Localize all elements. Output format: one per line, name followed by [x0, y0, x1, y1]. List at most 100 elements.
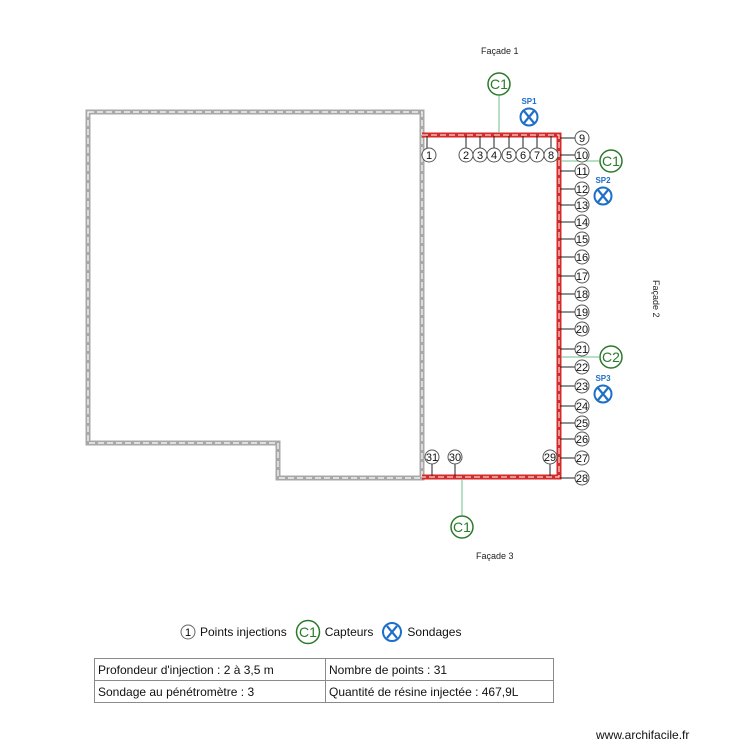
svg-text:20: 20	[576, 324, 588, 336]
svg-text:C1: C1	[490, 76, 508, 92]
svg-text:8: 8	[548, 150, 554, 162]
sensor-marker: C2	[599, 345, 623, 369]
sensor-icon: C1	[295, 619, 320, 645]
svg-text:16: 16	[576, 252, 588, 264]
svg-text:24: 24	[576, 401, 588, 413]
legend-injection: 1 Points injections	[180, 624, 287, 640]
injection-point: 4	[486, 147, 502, 163]
svg-text:12: 12	[576, 184, 588, 196]
legend: 1 Points injections C1 Capteurs Sondages	[180, 619, 465, 645]
injection-point: 27	[574, 450, 590, 466]
injection-point: 21	[574, 341, 590, 357]
existing-walls	[85, 109, 425, 481]
svg-text:SP2: SP2	[595, 176, 611, 185]
svg-text:27: 27	[576, 453, 588, 465]
injection-point: 28	[574, 470, 590, 486]
svg-text:5: 5	[506, 150, 512, 162]
sensor-marker: C1	[450, 515, 474, 539]
injection-point: 26	[574, 431, 590, 447]
penetrometer-count: Sondage au pénétromètre : 3	[94, 680, 326, 703]
watermark: www.archifacile.fr	[596, 728, 690, 742]
svg-text:22: 22	[576, 362, 588, 374]
sounding-marker: SP2	[593, 176, 613, 206]
injection-point-icon: 1	[180, 624, 196, 640]
svg-text:21: 21	[576, 344, 588, 356]
treated-walls	[422, 132, 562, 480]
injection-point: 3	[472, 147, 488, 163]
injection-point: 12	[574, 181, 590, 197]
svg-text:SP3: SP3	[595, 374, 611, 383]
summary-row: Sondage au pénétromètre : 3 Quantité de …	[94, 680, 554, 703]
injection-point: 23	[574, 378, 590, 394]
svg-text:28: 28	[576, 473, 588, 485]
svg-text:10: 10	[576, 150, 588, 162]
injection-point: 22	[574, 359, 590, 375]
injection-point: 7	[529, 147, 545, 163]
injection-point: 2	[458, 147, 474, 163]
svg-text:18: 18	[576, 289, 588, 301]
injection-point: 20	[574, 321, 590, 337]
svg-text:26: 26	[576, 434, 588, 446]
svg-text:6: 6	[520, 150, 526, 162]
legend-sounding: Sondages	[381, 621, 461, 643]
svg-text:30: 30	[449, 452, 461, 464]
injection-point: 16	[574, 249, 590, 265]
svg-text:2: 2	[463, 150, 469, 162]
svg-text:C1: C1	[299, 624, 317, 640]
svg-text:17: 17	[576, 271, 588, 283]
summary-table: Profondeur d'injection : 2 à 3,5 m Nombr…	[94, 658, 554, 703]
injection-leader-lines	[426, 136, 575, 479]
injection-point: 25	[574, 415, 590, 431]
facade-1-label: Façade 1	[481, 46, 519, 56]
legend-injection-label: Points injections	[200, 625, 287, 639]
injection-point: 5	[501, 147, 517, 163]
injection-depth: Profondeur d'injection : 2 à 3,5 m	[94, 658, 326, 681]
sounding-marker: SP3	[593, 374, 613, 404]
injection-point: 18	[574, 286, 590, 302]
svg-text:29: 29	[544, 452, 556, 464]
svg-text:13: 13	[576, 200, 588, 212]
injection-point: 17	[574, 268, 590, 284]
injection-point: 6	[515, 147, 531, 163]
svg-text:19: 19	[576, 307, 588, 319]
svg-text:C1: C1	[602, 153, 620, 169]
injection-point: 29	[542, 449, 558, 465]
svg-text:3: 3	[477, 150, 483, 162]
summary-row: Profondeur d'injection : 2 à 3,5 m Nombr…	[94, 658, 554, 681]
injection-point: 31	[424, 449, 440, 465]
svg-text:23: 23	[576, 381, 588, 393]
sensor-marker: C1	[599, 149, 623, 173]
sensor-marker: C1	[487, 72, 511, 96]
svg-text:9: 9	[579, 133, 585, 145]
svg-text:SP1: SP1	[521, 97, 537, 106]
injection-point: 9	[574, 130, 590, 146]
svg-text:11: 11	[576, 166, 587, 178]
injection-point: 19	[574, 304, 590, 320]
injection-point: 1	[421, 147, 437, 163]
injection-point: 8	[543, 147, 559, 163]
injection-point: 10	[574, 147, 590, 163]
legend-sensor: C1 Capteurs	[295, 619, 374, 645]
svg-text:25: 25	[576, 418, 588, 430]
injection-point: 24	[574, 398, 590, 414]
sounding-marker: SP1	[519, 97, 539, 127]
injection-point: 14	[574, 214, 590, 230]
injection-point: 30	[447, 449, 463, 465]
facade-2-label: Façade 2	[651, 280, 661, 318]
svg-text:C2: C2	[602, 349, 620, 365]
injection-point: 13	[574, 197, 590, 213]
sounding-icon	[382, 622, 403, 642]
facade-3-label: Façade 3	[476, 551, 514, 561]
points-count: Nombre de points : 31	[325, 658, 554, 681]
svg-text:15: 15	[576, 234, 588, 246]
legend-sensor-label: Capteurs	[324, 625, 374, 639]
legend-sounding-label: Sondages	[407, 625, 462, 639]
resin-quantity: Quantité de résine injectée : 467,9L	[325, 680, 554, 703]
svg-text:31: 31	[426, 452, 438, 464]
injection-point: 11	[574, 163, 590, 179]
svg-text:1: 1	[185, 627, 191, 639]
